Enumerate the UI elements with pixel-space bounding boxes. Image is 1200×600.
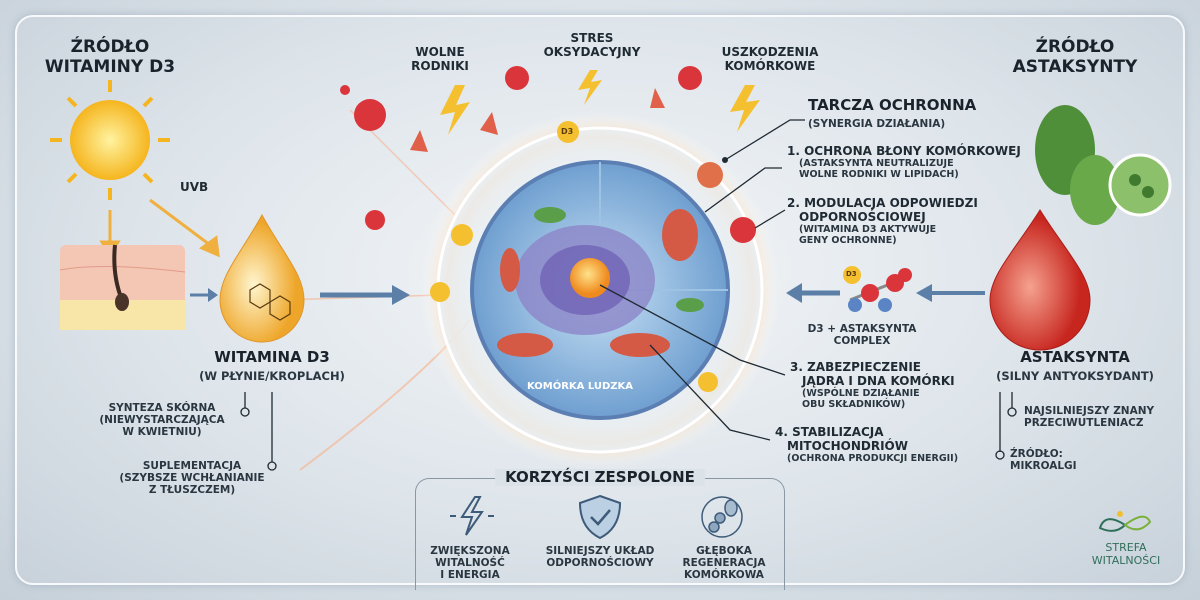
threat-arrows [410, 88, 665, 152]
cell-label: KOMÓRKA LUDZKA [526, 381, 634, 392]
shield-subtitle: (SYNERGIA DZIAŁANIA) [808, 118, 946, 130]
shield-title: TARCZA OCHRONNA [808, 96, 977, 114]
complex-molecule-icon [848, 268, 912, 312]
vitamin-d3-subtitle: (W PŁYNIE/KROPLACH) [199, 369, 345, 383]
cell-regeneration-icon [701, 496, 743, 538]
d3-capsules [430, 121, 861, 392]
free-radical-icons [340, 66, 702, 230]
benefits-title: KORZYŚCI ZESPOLONE [495, 468, 705, 487]
astaxanthin-drop [989, 209, 1091, 351]
arrow-drop-to-complex [916, 284, 985, 302]
arrow-complex-to-cell [786, 283, 840, 303]
uvb-label: UVB [180, 180, 209, 194]
frame [15, 15, 1185, 585]
leader-lines [244, 119, 1013, 462]
note-source-microalgae: ŹRÓDŁO:MIKROALGI [1010, 448, 1077, 473]
d3-badge: D3 [561, 127, 574, 136]
astaxanthin-title: ASTAKSYNTA [1020, 348, 1130, 366]
vitamin-d3-drop [219, 213, 305, 343]
arrow-drop-to-cell [320, 285, 410, 305]
lightning-bolt-icons [440, 70, 760, 135]
sun-icon [50, 80, 170, 200]
shield-point-1: 1. OCHRONA BŁONY KOMÓRKOWEJ(ASTAKSYNTA N… [787, 144, 1021, 180]
arrow-skin-to-drop [190, 288, 218, 302]
skin-illustration [59, 244, 186, 330]
complex-d3-badge: D3 [846, 270, 857, 278]
microalgae-illustration [1035, 105, 1172, 225]
lightning-icon [450, 496, 494, 536]
antioxidant-icon [697, 162, 723, 188]
astaxanthin-subtitle: (SILNY ANTYOKSYDANT) [996, 369, 1154, 383]
cell-illustration [420, 110, 780, 470]
shield-check-icon [578, 494, 622, 540]
logo-leaves-icon [1098, 511, 1152, 532]
antioxidant-icon [730, 217, 756, 243]
vitamin-d3-title: WITAMINA D3 [214, 348, 330, 366]
